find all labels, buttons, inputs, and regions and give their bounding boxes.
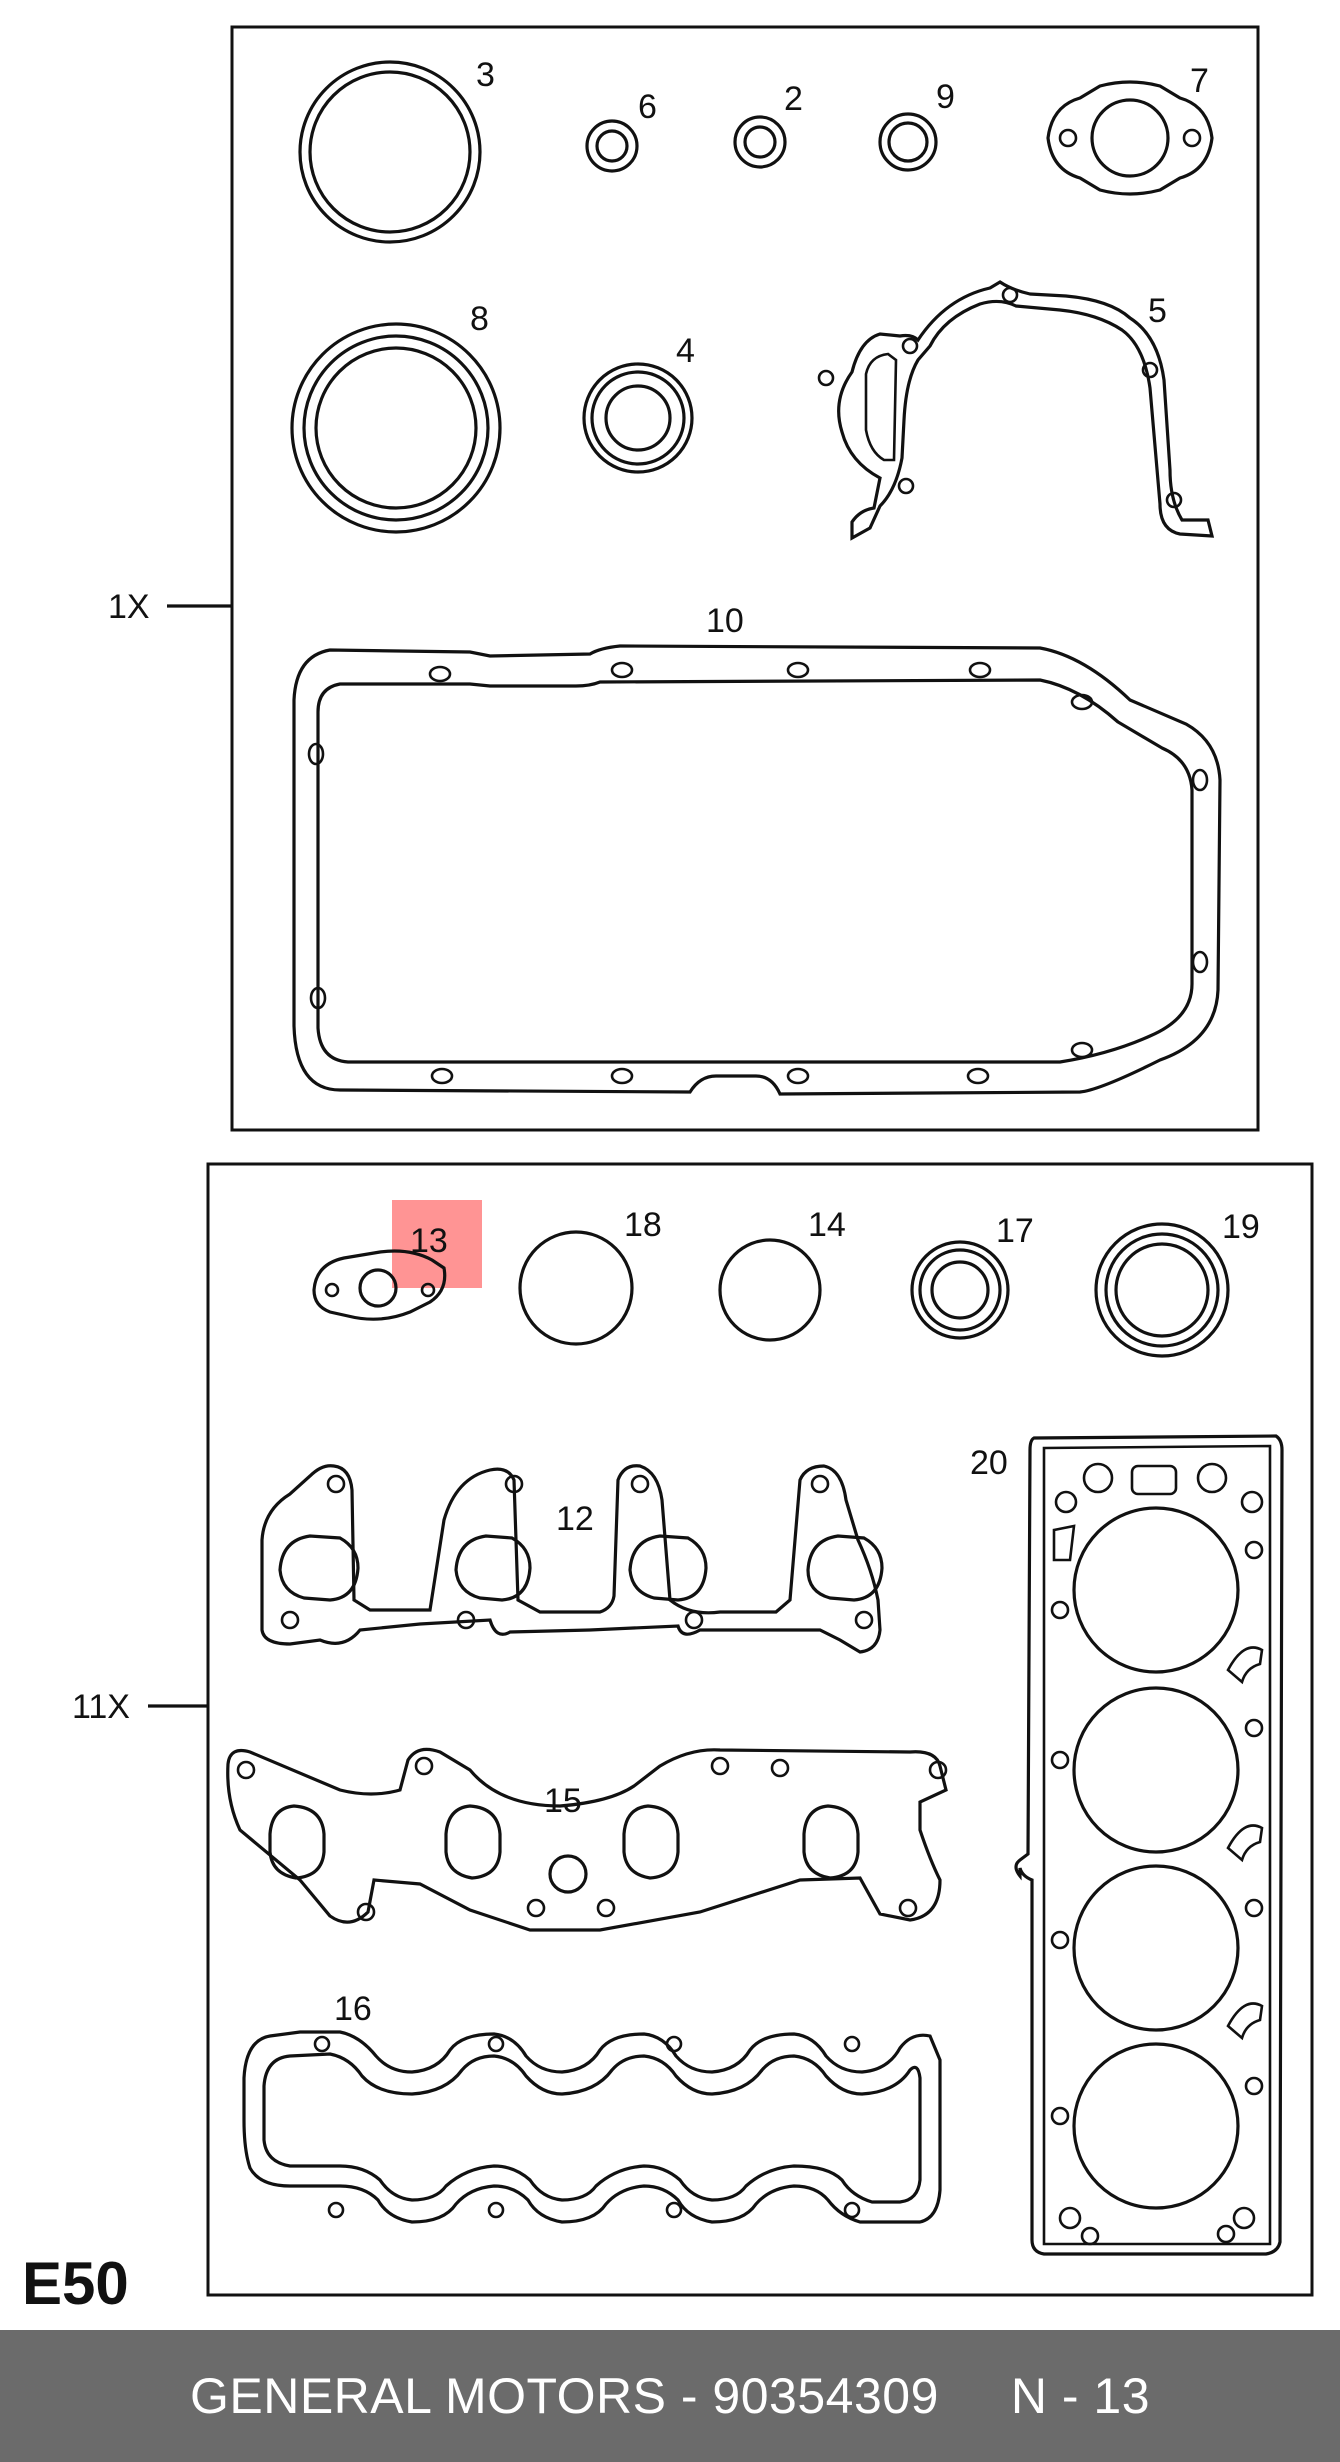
part-20-label: 20: [970, 1444, 1008, 1482]
part-16-label: 16: [334, 1990, 372, 2028]
lower-set-label: 11X: [72, 1688, 130, 1726]
part-4-oil-seal[interactable]: [582, 362, 694, 474]
part-13-flange-gasket[interactable]: [312, 1249, 447, 1321]
part-5-timing-cover-gasket[interactable]: [817, 280, 1215, 541]
gasket-set-diagram: 1X 3 6 2 9 7 8 4: [22, 25, 1314, 2317]
part-13-highlight: [392, 1200, 482, 1288]
part-9-o-ring[interactable]: [878, 112, 938, 172]
part-14-label: 14: [808, 1206, 846, 1244]
part-10-oil-pan-gasket[interactable]: [292, 644, 1222, 1096]
part-4-label: 4: [676, 332, 695, 370]
part-20-head-gasket[interactable]: [1014, 1434, 1284, 2256]
part-5-label: 5: [1148, 292, 1167, 330]
part-18-o-ring[interactable]: [518, 1230, 634, 1346]
part-15-manifold-gasket[interactable]: [226, 1747, 948, 1932]
upper-set-label: 1X: [108, 588, 150, 626]
part-19-oil-seal[interactable]: [1094, 1222, 1230, 1358]
part-17-oil-seal[interactable]: [910, 1240, 1010, 1340]
footer-part-info: GENERAL MOTORS - 90354309 N - 13: [189, 2368, 1151, 2424]
page-code: E50: [22, 2250, 129, 2317]
part-12-label: 12: [556, 1500, 594, 1538]
part-7-flange-gasket[interactable]: [1046, 80, 1214, 196]
part-8-label: 8: [470, 300, 489, 338]
part-16-valve-cover-gasket[interactable]: [242, 2030, 942, 2224]
part-18-label: 18: [624, 1206, 662, 1244]
part-6-label: 6: [638, 88, 657, 126]
part-3-label: 3: [476, 56, 495, 94]
lower-set-frame: [206, 1162, 1314, 2297]
part-7-label: 7: [1190, 62, 1209, 100]
footer-bar: GENERAL MOTORS - 90354309 N - 13: [0, 2330, 1340, 2462]
part-15-label: 15: [544, 1782, 582, 1820]
part-12-manifold-gasket[interactable]: [260, 1464, 884, 1654]
part-2-o-ring[interactable]: [733, 115, 787, 169]
part-6-o-ring[interactable]: [585, 119, 639, 173]
upper-set-frame: [230, 25, 1260, 1132]
part-17-label: 17: [996, 1212, 1034, 1250]
part-3-seal-ring[interactable]: [298, 60, 482, 244]
part-9-label: 9: [936, 78, 955, 116]
part-14-o-ring[interactable]: [718, 1238, 822, 1342]
part-8-seal-ring[interactable]: [290, 322, 502, 534]
part-10-label: 10: [706, 602, 744, 640]
part-13-label: 13: [410, 1222, 448, 1260]
part-2-label: 2: [784, 80, 803, 118]
part-19-label: 19: [1222, 1208, 1260, 1246]
